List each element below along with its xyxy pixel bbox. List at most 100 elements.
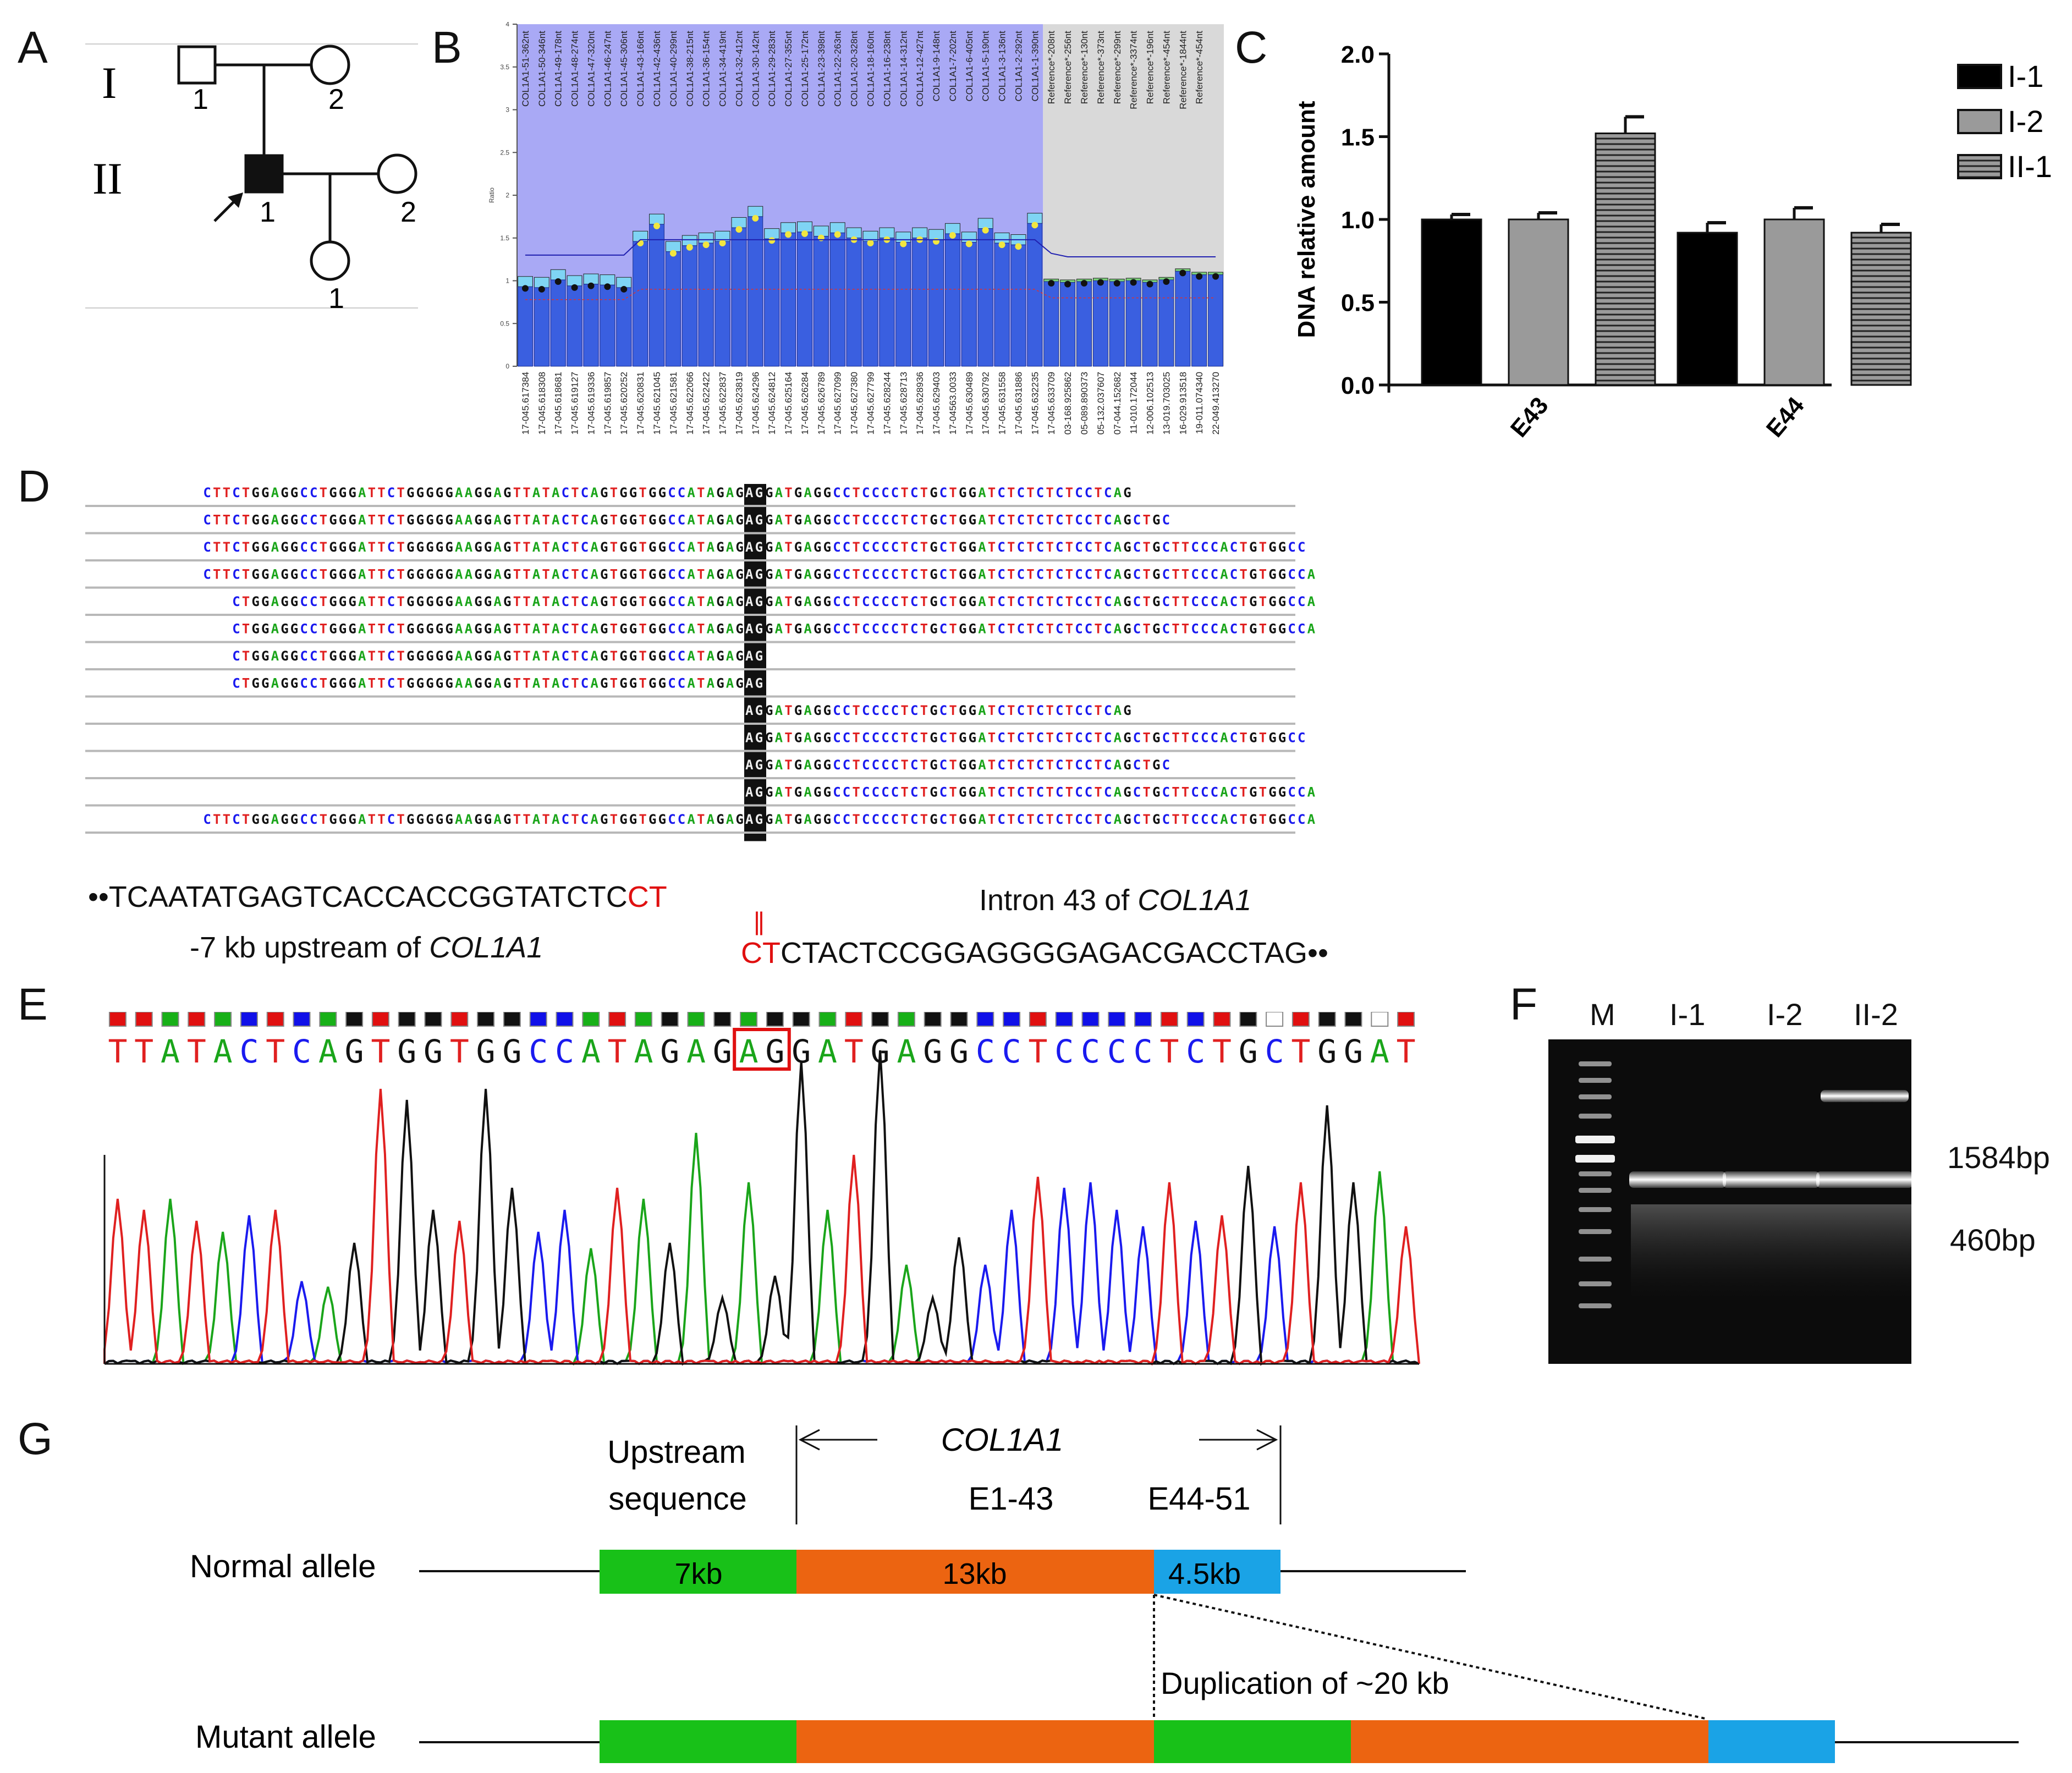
mlpa-ratio-chart: 00.511.522.533.54RatioCOL1A1-51-362nt17-… — [488, 22, 1224, 434]
mlpa-probe-label: COL1A1-51-362nt — [520, 31, 531, 107]
male-unaffected-i1 — [177, 45, 217, 85]
c-bar-I-1-E43 — [1421, 218, 1482, 386]
base-call: G — [502, 1033, 521, 1070]
quality-box — [293, 1012, 311, 1027]
generation-i: I — [102, 58, 117, 108]
mlpa-bar — [1060, 282, 1076, 367]
mlpa-bar — [895, 242, 911, 367]
base-call: C — [292, 1033, 311, 1070]
mlpa-upper-threshold — [525, 239, 1216, 257]
c-ytick-2: 1.0 — [1341, 207, 1375, 234]
mlpa-position-label: 17-045.628936 — [915, 372, 925, 434]
mlpa-bar — [633, 241, 648, 367]
base-call: A — [213, 1033, 233, 1070]
mlpa-probe-label: COL1A1-27-355nt — [783, 31, 794, 107]
c-legend-swatch-I-2 — [1957, 109, 2002, 134]
quality-box — [1291, 1012, 1310, 1027]
c-ytick-0: 0.0 — [1341, 372, 1375, 399]
quality-box — [897, 1012, 915, 1027]
ladder-band — [1579, 1207, 1612, 1212]
trace-A — [103, 1132, 1420, 1365]
gene-name: COL1A1 — [941, 1422, 1063, 1458]
mlpa-bar — [879, 238, 895, 367]
mlpa-probe-label: COL1A1-42-436nt — [652, 31, 662, 107]
trace-C — [103, 1182, 1420, 1365]
base-call: C — [555, 1033, 574, 1070]
mlpa-bar — [1142, 282, 1158, 367]
mlpa-bar — [846, 238, 862, 367]
mlpa-position-label: 17-045.621045 — [652, 372, 662, 434]
c-xtick-E44: E44 — [1761, 392, 1810, 443]
mlpa-point — [785, 231, 792, 238]
ladder-band — [1579, 1229, 1612, 1234]
mlpa-position-label: 17-045.619857 — [602, 372, 613, 434]
gel-lane-i2-label: I-2 — [1767, 997, 1803, 1032]
female-spouse-ii2 — [377, 153, 417, 194]
panel-label-e: E — [18, 979, 48, 1029]
mlpa-bar — [681, 245, 697, 367]
mlpa-point — [998, 241, 1005, 249]
female-child — [310, 240, 350, 281]
mlpa-position-label: 17-045.627380 — [849, 372, 860, 434]
quality-box — [634, 1012, 652, 1027]
pedigree-id-ii1: 1 — [260, 196, 276, 228]
base-call: G — [1317, 1033, 1337, 1070]
mlpa-bar — [518, 286, 533, 367]
segment-e44-51 — [1154, 1550, 1280, 1594]
ladder-band — [1579, 1094, 1612, 1099]
mlpa-point — [1130, 279, 1137, 286]
mlpa-position-label: 03-168.925862 — [1063, 372, 1073, 434]
c-bar-I-2-E44 — [1763, 218, 1825, 386]
mlpa-position-label: 12-006.102513 — [1145, 372, 1156, 434]
mlpa-probe-label: COL1A1-18-160nt — [866, 31, 876, 107]
panel-label-b: B — [432, 23, 462, 73]
mlpa-position-label: 17-045.630489 — [964, 372, 975, 434]
mlpa-position-label: 17-045.619127 — [570, 372, 580, 434]
mlpa-bar — [600, 284, 615, 367]
mlpa-probe-label: COL1A1-32-412nt — [734, 31, 744, 107]
quality-box — [319, 1012, 337, 1027]
quality-box — [950, 1012, 968, 1027]
mlpa-point — [571, 284, 578, 291]
base-call: G — [713, 1033, 732, 1070]
quality-box — [1344, 1012, 1362, 1027]
mlpa-probe-label: Reference*-454nt — [1194, 31, 1205, 104]
base-call: T — [108, 1033, 127, 1070]
mlpa-position-label: 17-045.622837 — [718, 372, 728, 434]
mlpa-position-label: 17-045.626284 — [800, 372, 810, 434]
mlpa-position-label: 17-045.620831 — [635, 372, 646, 434]
mlpa-bar — [1109, 281, 1125, 367]
mlpa-point — [1064, 280, 1071, 288]
base-call: C — [1002, 1033, 1021, 1070]
mlpa-point — [1212, 273, 1219, 280]
c-ytick-3: 1.5 — [1341, 124, 1375, 151]
quality-box — [845, 1012, 863, 1027]
mlpa-bar — [797, 232, 812, 367]
mlpa-probe-label: COL1A1-23-398nt — [816, 31, 827, 107]
c-ytick-1: 0.5 — [1341, 290, 1375, 317]
mlpa-probe-label: COL1A1-6-405nt — [964, 31, 975, 102]
mlpa-probe-label: Reference*-256nt — [1063, 31, 1073, 104]
mlpa-ytick-3: 1.5 — [500, 234, 509, 242]
mlpa-ytick-6: 3 — [505, 106, 509, 114]
mlpa-bar — [961, 242, 977, 367]
quality-box — [529, 1012, 547, 1027]
mlpa-probe-label: COL1A1-48-274nt — [570, 31, 580, 107]
mlpa-point — [637, 239, 644, 246]
mlpa-bar — [1125, 280, 1141, 367]
mlpa-probe-label: Reference*-3374nt — [1129, 31, 1139, 109]
mlpa-position-label: 17-045.621581 — [668, 372, 679, 434]
base-call: G — [1344, 1033, 1363, 1070]
c-legend-label-I-1: I-1 — [2008, 59, 2043, 93]
quality-box — [1108, 1012, 1126, 1027]
mlpa-point — [982, 227, 989, 234]
mlpa-probe-label: Reference*-196nt — [1145, 31, 1156, 104]
mlpa-point — [735, 226, 743, 233]
band-460bp — [1629, 1171, 1726, 1188]
mlpa-position-label: 17-045.631886 — [1013, 372, 1024, 434]
mlpa-ytick-2: 1 — [505, 277, 509, 285]
mlpa-position-label: 17-045.618681 — [553, 372, 564, 434]
